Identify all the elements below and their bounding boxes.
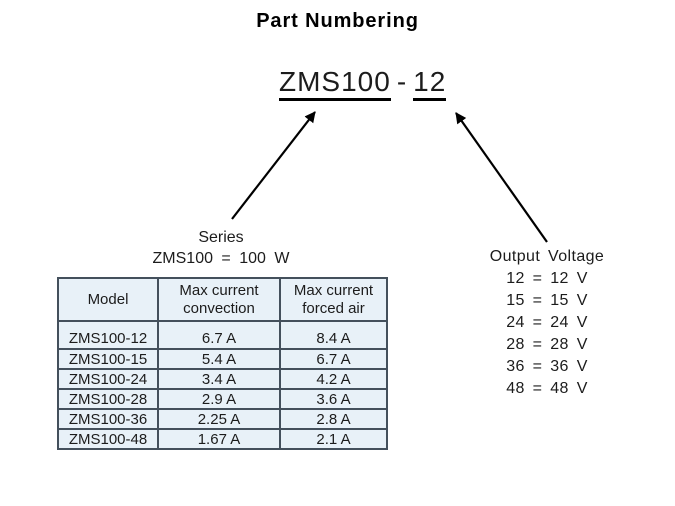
- forced-air-current-cell: 4.2 A: [279, 368, 388, 390]
- convection-current-cell: 5.4 A: [157, 348, 281, 370]
- voltage-arrow: [455, 112, 548, 243]
- table-header-model: Model: [57, 277, 159, 322]
- table-row: ZMS100-24 3.4 A 4.2 A: [57, 368, 388, 390]
- voltage-option: 15 = 15 V: [506, 292, 588, 309]
- table-row: ZMS100-36 2.25 A 2.8 A: [57, 408, 388, 430]
- table-row: ZMS100-12 6.7 A 8.4 A: [57, 320, 388, 350]
- table-row: ZMS100-15 5.4 A 6.7 A: [57, 348, 388, 370]
- convection-current-cell: 6.7 A: [157, 320, 281, 350]
- forced-air-current-cell: 8.4 A: [279, 320, 388, 350]
- part-number-separator: -: [396, 66, 408, 97]
- model-cell: ZMS100-12: [57, 320, 159, 350]
- table-row: ZMS100-48 1.67 A 2.1 A: [57, 428, 388, 450]
- series-label: Series: [198, 229, 244, 246]
- model-cell: ZMS100-28: [57, 388, 159, 410]
- convection-current-cell: 2.25 A: [157, 408, 281, 430]
- voltage-option: 12 = 12 V: [506, 270, 588, 287]
- table-row: ZMS100-28 2.9 A 3.6 A: [57, 388, 388, 410]
- page-title: Part Numbering: [256, 10, 419, 32]
- series-description: ZMS100 = 100 W: [152, 250, 290, 267]
- voltage-callout: Output Voltage 12 = 12 V 15 = 15 V 24 = …: [478, 246, 616, 400]
- table-header-convection: Max current convection: [157, 277, 281, 322]
- table-header-forced-air: Max current forced air: [279, 277, 388, 322]
- forced-air-current-cell: 6.7 A: [279, 348, 388, 370]
- model-cell: ZMS100-15: [57, 348, 159, 370]
- convection-current-cell: 1.67 A: [157, 428, 281, 450]
- model-cell: ZMS100-36: [57, 408, 159, 430]
- model-cell: ZMS100-48: [57, 428, 159, 450]
- series-arrow: [231, 111, 316, 220]
- voltage-option: 28 = 28 V: [506, 336, 588, 353]
- current-ratings-table: Model Max current convection Max current…: [57, 277, 388, 450]
- part-number-voltage: 12: [413, 66, 447, 102]
- part-number: ZMS100-12: [279, 66, 447, 102]
- voltage-label: Output Voltage: [489, 248, 605, 265]
- series-callout: Series ZMS100 = 100 W: [145, 227, 297, 269]
- convection-current-cell: 3.4 A: [157, 368, 281, 390]
- forced-air-current-cell: 2.1 A: [279, 428, 388, 450]
- convection-current-cell: 2.9 A: [157, 388, 281, 410]
- voltage-option: 24 = 24 V: [506, 314, 588, 331]
- voltage-option: 36 = 36 V: [506, 358, 588, 375]
- forced-air-current-cell: 3.6 A: [279, 388, 388, 410]
- model-cell: ZMS100-24: [57, 368, 159, 390]
- part-number-series: ZMS100: [279, 66, 391, 102]
- table-header-row: Model Max current convection Max current…: [57, 277, 388, 322]
- forced-air-current-cell: 2.8 A: [279, 408, 388, 430]
- voltage-option: 48 = 48 V: [506, 380, 588, 397]
